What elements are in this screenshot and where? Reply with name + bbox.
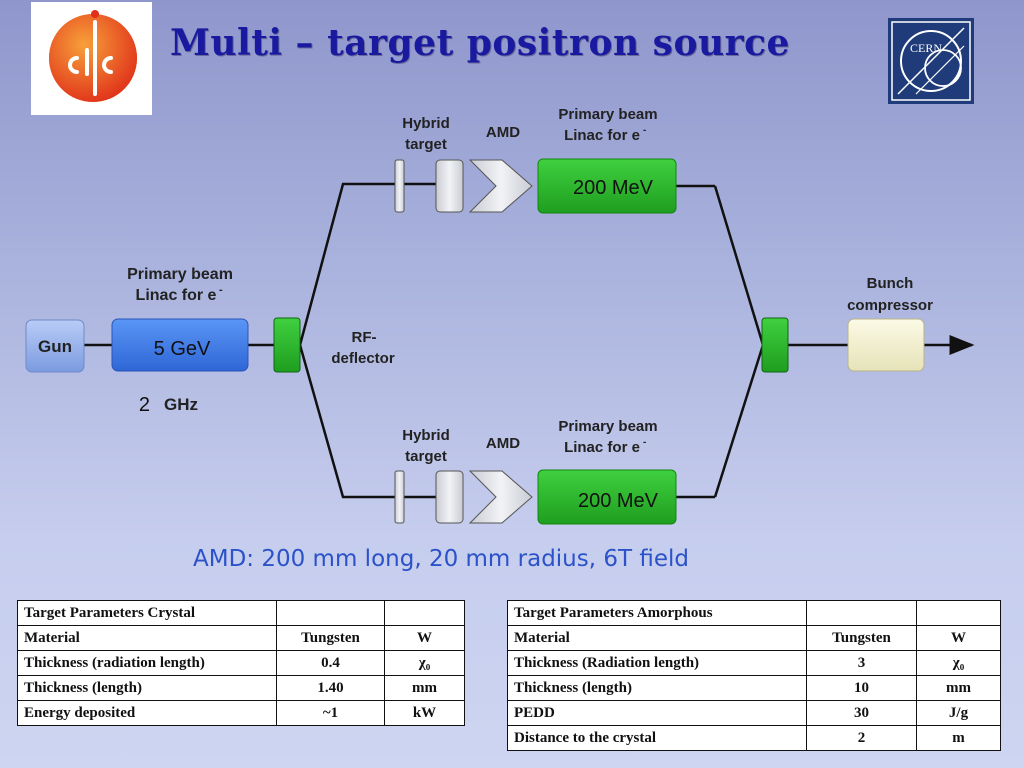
- table-row: Target Parameters Crystal: [17, 600, 465, 626]
- table-cell: Target Parameters Crystal: [17, 600, 277, 626]
- table-cell: [276, 600, 385, 626]
- table-cell: PEDD: [507, 700, 807, 726]
- table-row: Thickness (Radiation length) 3 χ₀: [507, 650, 1001, 676]
- upper-crystal-target: [394, 159, 405, 213]
- amd-note: AMD: 200 mm long, 20 mm radius, 6T field: [193, 546, 689, 572]
- main-linac-label-sup: -: [219, 284, 223, 296]
- rf-deflector: RF- deflector: [273, 317, 395, 373]
- gun-block: Gun: [25, 319, 85, 373]
- main-linac-label-2: Linac for e: [136, 287, 217, 304]
- rf-deflector-label-1: RF-: [352, 329, 377, 346]
- table-cell: Energy deposited: [17, 700, 277, 726]
- bunch-compressor-label-1: Bunch: [867, 275, 914, 292]
- table-cell: 2: [806, 725, 917, 751]
- upper-linac-box: [537, 158, 677, 214]
- lower-branch: Hybrid target AMD Primary beam Linac for…: [394, 418, 677, 525]
- table-row: Distance to the crystal 2 m: [507, 725, 1001, 751]
- table-cell: W: [384, 625, 465, 651]
- table-cell: Thickness (Radiation length): [507, 650, 807, 676]
- bunch-compressor-label-2: compressor: [847, 297, 933, 314]
- table-cell: Material: [507, 625, 807, 651]
- lower-linac-label-1: Primary beam: [558, 418, 657, 435]
- main-linac-frequency-num: 2: [139, 394, 150, 416]
- bunch-compressor: Bunch compressor: [847, 275, 933, 372]
- table-cell: Distance to the crystal: [507, 725, 807, 751]
- table-cell: mm: [384, 675, 465, 701]
- table-cell: Thickness (length): [507, 675, 807, 701]
- table-row: Thickness (radiation length) 0.4 χ₀: [17, 650, 465, 676]
- lower-crystal-target: [394, 470, 405, 524]
- table-row: PEDD 30 J/g: [507, 700, 1001, 726]
- page-title: Multi – target positron source: [170, 22, 790, 64]
- table-cell: 3: [806, 650, 917, 676]
- table-row: Thickness (length) 1.40 mm: [17, 675, 465, 701]
- combiner-deflector: [761, 317, 789, 373]
- table-cell: Tungsten: [276, 625, 385, 651]
- table-cell: J/g: [916, 700, 1001, 726]
- table-cell: mm: [916, 675, 1001, 701]
- table-cell: χ₀: [384, 650, 465, 676]
- upper-branch: Hybrid target AMD Primary beam Linac for…: [394, 106, 677, 214]
- table-row: Target Parameters Amorphous: [507, 600, 1001, 626]
- lower-linac-label-sup: -: [643, 437, 646, 448]
- upper-amorphous-target: [435, 159, 464, 213]
- table-cell: Tungsten: [806, 625, 917, 651]
- lower-linac-energy: 200 MeV: [578, 490, 659, 512]
- table-cell: χ₀: [916, 650, 1001, 676]
- svg-text:CERN: CERN: [910, 41, 942, 55]
- upper-amd-label: AMD: [486, 124, 520, 141]
- table-cell: kW: [384, 700, 465, 726]
- lower-amorphous-target: [435, 470, 464, 524]
- upper-linac-label-1: Primary beam: [558, 106, 657, 123]
- table-cell: Material: [17, 625, 277, 651]
- table-cell: W: [916, 625, 1001, 651]
- main-linac-label-1: Primary beam: [127, 266, 233, 283]
- table-cell: [916, 600, 1001, 626]
- cern-logo: CERN: [888, 18, 974, 104]
- upper-linac-label-sup: -: [643, 125, 646, 136]
- lower-linac-box: [537, 469, 677, 525]
- upper-amd-shape: [468, 159, 533, 213]
- rf-deflector-label-2: deflector: [331, 350, 395, 367]
- beam-lines: [84, 182, 975, 499]
- table-cell: Thickness (radiation length): [17, 650, 277, 676]
- table-row: Thickness (length) 10 mm: [507, 675, 1001, 701]
- table-cell: ~1: [276, 700, 385, 726]
- table-row: Material Tungsten W: [17, 625, 465, 651]
- upper-hybrid-label-2: target: [405, 136, 447, 153]
- table-cell: Target Parameters Amorphous: [507, 600, 807, 626]
- lower-amd-label: AMD: [486, 435, 520, 452]
- lower-amd-shape: [468, 470, 533, 524]
- lower-hybrid-label-2: target: [405, 448, 447, 465]
- table-row: Energy deposited ~1 kW: [17, 700, 465, 726]
- main-linac: Primary beam Linac for e - 5 GeV 2 GHz: [111, 266, 249, 416]
- upper-linac-label-2: Linac for e: [564, 127, 640, 144]
- upper-hybrid-label-1: Hybrid: [402, 115, 450, 132]
- table-cell: [806, 600, 917, 626]
- clic-logo: [31, 2, 152, 115]
- table-cell: 1.40: [276, 675, 385, 701]
- crystal-parameters-table: Target Parameters Crystal Material Tungs…: [17, 600, 465, 726]
- table-cell: 0.4: [276, 650, 385, 676]
- table-cell: 30: [806, 700, 917, 726]
- main-linac-frequency-unit: GHz: [164, 395, 198, 414]
- lower-hybrid-label-1: Hybrid: [402, 427, 450, 444]
- main-linac-energy: 5 GeV: [154, 338, 211, 360]
- table-cell: [384, 600, 465, 626]
- table-cell: Thickness (length): [17, 675, 277, 701]
- amorphous-parameters-table: Target Parameters Amorphous Material Tun…: [507, 600, 1001, 751]
- lower-linac-label-2: Linac for e: [564, 439, 640, 456]
- table-cell: m: [916, 725, 1001, 751]
- table-cell: 10: [806, 675, 917, 701]
- upper-linac-energy: 200 MeV: [573, 177, 654, 199]
- gun-label: Gun: [38, 337, 72, 356]
- table-row: Material Tungsten W: [507, 625, 1001, 651]
